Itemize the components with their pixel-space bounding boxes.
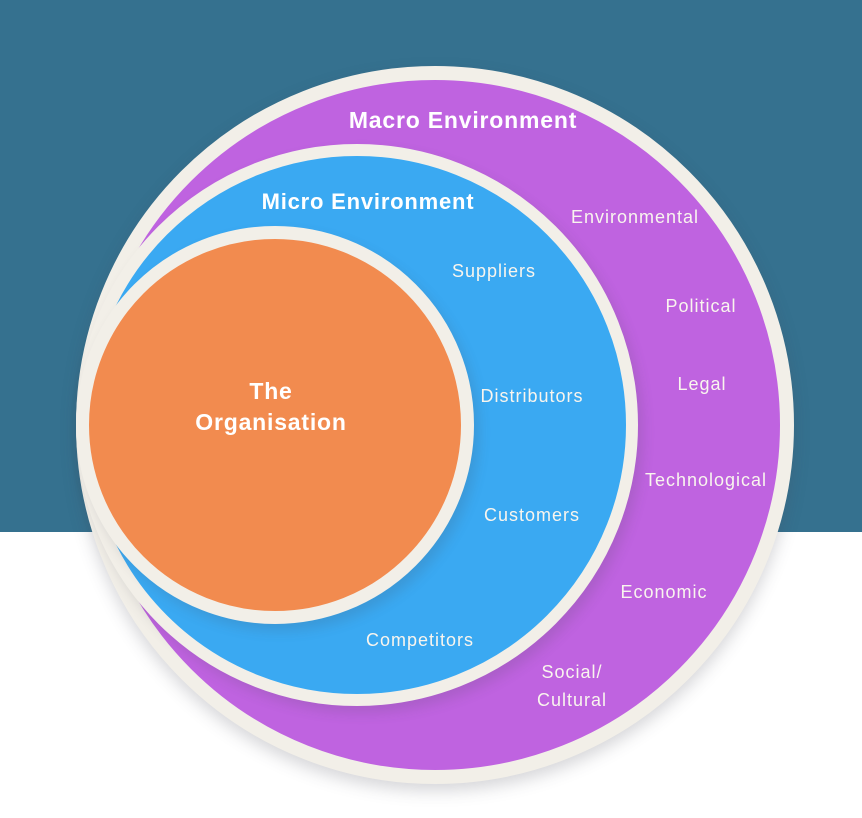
macro-environment-title: Macro Environment: [348, 107, 578, 133]
macro-factor-legal: Legal: [677, 374, 727, 394]
micro-factor-competitors: Competitors: [365, 630, 475, 650]
macro-factor-technological: Technological: [644, 470, 768, 490]
organisation-circle: [76, 226, 474, 624]
macro-factor-environmental: Environmental: [570, 207, 700, 227]
macro-factor-social-cultural: Social/ Cultural: [536, 662, 608, 710]
macro-factor-economic: Economic: [620, 582, 708, 602]
micro-factor-customers: Customers: [483, 505, 581, 525]
organisation-title: The Organisation: [195, 378, 347, 435]
micro-environment-title: Micro Environment: [261, 189, 475, 214]
macro-factor-political: Political: [665, 296, 737, 316]
micro-factor-distributors: Distributors: [480, 386, 584, 406]
micro-factor-suppliers: Suppliers: [451, 261, 537, 281]
